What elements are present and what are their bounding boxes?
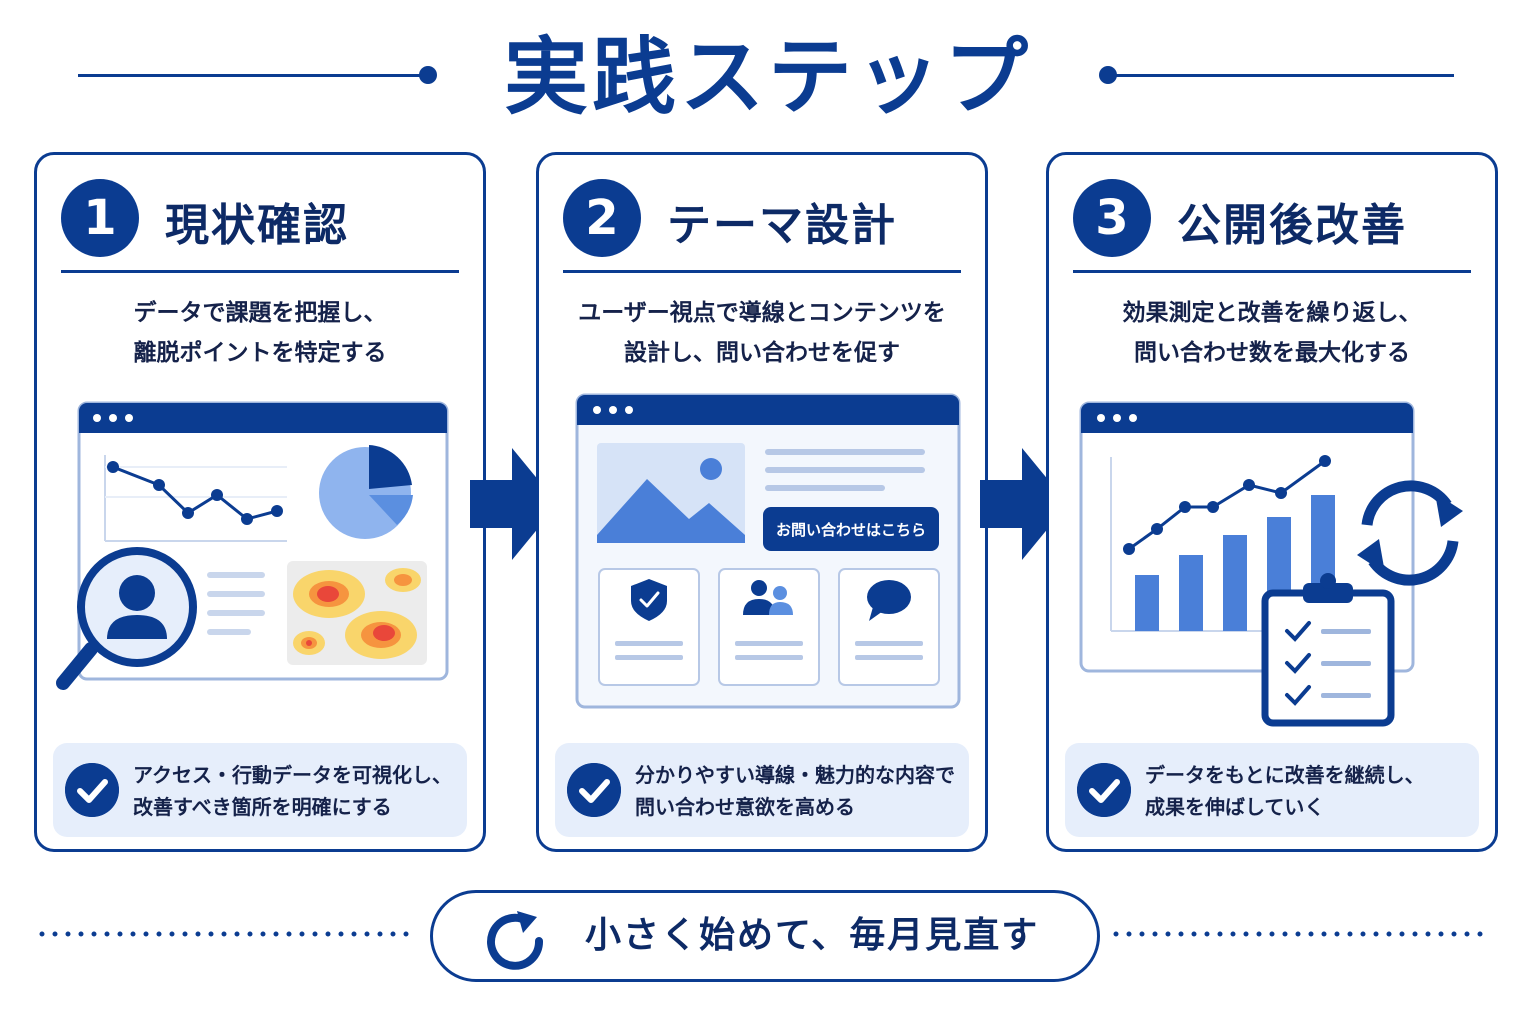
check-text-line: 分かりやすい導線・魅力的な内容で bbox=[635, 763, 955, 787]
contact-button-label: お問い合わせはこちら bbox=[776, 521, 926, 539]
check-text: データをもとに改善を継続し、 成果を伸ばしていく bbox=[1145, 759, 1473, 823]
check-summary: アクセス・行動データを可視化し、 改善すべき箇所を明確にする bbox=[53, 743, 467, 837]
refresh-icon bbox=[487, 911, 544, 970]
check-circle-icon bbox=[1077, 763, 1131, 817]
step-description: データで課題を把握し、 離脱ポイントを特定する bbox=[47, 293, 473, 373]
magnifier-user-icon bbox=[56, 547, 197, 690]
check-text-line: アクセス・行動データを可視化し、 bbox=[133, 763, 452, 787]
footer-banner: 小さく始めて、毎月見直す bbox=[430, 890, 1100, 982]
check-summary: データをもとに改善を継続し、 成果を伸ばしていく bbox=[1065, 743, 1479, 837]
page-title: 実践ステップ bbox=[503, 28, 1032, 126]
text-lines bbox=[765, 449, 925, 491]
header-divider bbox=[61, 270, 459, 273]
check-text: アクセス・行動データを可視化し、 改善すべき箇所を明確にする bbox=[133, 759, 461, 823]
dotted-line-left bbox=[39, 931, 420, 937]
step-number-badge: 2 bbox=[563, 179, 641, 257]
pie-chart-icon bbox=[319, 445, 413, 539]
growth-chart-illustration bbox=[1079, 401, 1463, 727]
step-title: 公開後改善 bbox=[1177, 200, 1407, 251]
step-description-line: ユーザー視点で導線とコンテンツを bbox=[578, 300, 946, 326]
title-row: 実践ステップ bbox=[0, 22, 1536, 132]
line-chart-icon bbox=[104, 455, 287, 542]
users-icon bbox=[751, 580, 767, 596]
step-number-badge: 1 bbox=[61, 179, 139, 257]
clipboard-checklist-icon bbox=[1261, 573, 1395, 727]
contact-button[interactable]: お問い合わせはこちら bbox=[763, 507, 939, 551]
check-circle-icon bbox=[65, 763, 119, 817]
trend-line-icon bbox=[1123, 455, 1331, 555]
feature-card-security bbox=[598, 568, 700, 686]
arrow-right-icon bbox=[980, 448, 1068, 560]
footer-text: 小さく始めて、毎月見直す bbox=[585, 915, 1040, 956]
heatmap-icon bbox=[287, 561, 427, 665]
arrow-right-icon bbox=[470, 448, 558, 560]
step-description-line: データで課題を把握し、 bbox=[133, 300, 387, 326]
title-line-right bbox=[1108, 74, 1454, 77]
check-circle-icon bbox=[567, 763, 621, 817]
title-line-left bbox=[78, 74, 426, 77]
dotted-line-right bbox=[1113, 931, 1494, 937]
feature-card-users bbox=[718, 568, 820, 686]
feature-card-chat bbox=[838, 568, 940, 686]
step-header: 2 テーマ設計 bbox=[561, 177, 963, 265]
shield-icon bbox=[631, 579, 667, 621]
refresh-cycle-icon bbox=[1357, 480, 1463, 586]
step-description-line: 問い合わせ数を最大化する bbox=[1134, 340, 1410, 366]
header-divider bbox=[563, 270, 961, 273]
step-card-3: 3 公開後改善 効果測定と改善を繰り返し、 問い合わせ数を最大化する bbox=[1046, 152, 1498, 852]
header-divider bbox=[1073, 270, 1471, 273]
step-title: テーマ設計 bbox=[667, 200, 897, 251]
website-wireframe-illustration: お問い合わせはこちら bbox=[575, 393, 961, 709]
step-header: 3 公開後改善 bbox=[1071, 177, 1473, 265]
check-text-line: 問い合わせ意欲を高める bbox=[635, 795, 855, 819]
analytics-dashboard-illustration bbox=[56, 401, 449, 690]
check-text-line: 改善すべき箇所を明確にする bbox=[133, 795, 392, 819]
text-lines bbox=[207, 572, 265, 635]
step-header: 1 現状確認 bbox=[59, 177, 461, 265]
check-text: 分かりやすい導線・魅力的な内容で 問い合わせ意欲を高める bbox=[635, 759, 963, 823]
check-summary: 分かりやすい導線・魅力的な内容で 問い合わせ意欲を高める bbox=[555, 743, 969, 837]
step-description-line: 設計し、問い合わせを促す bbox=[624, 340, 900, 366]
step-description-line: 離脱ポイントを特定する bbox=[133, 340, 387, 366]
chat-bubble-icon bbox=[867, 580, 911, 614]
check-text-line: 成果を伸ばしていく bbox=[1145, 795, 1325, 819]
step-card-2: 2 テーマ設計 ユーザー視点で導線とコンテンツを 設計し、問い合わせを促す お問… bbox=[536, 152, 988, 852]
title-dot-left bbox=[419, 66, 437, 84]
step-description-line: 効果測定と改善を繰り返し、 bbox=[1122, 300, 1422, 326]
check-text-line: データをもとに改善を継続し、 bbox=[1145, 763, 1425, 787]
step-description: ユーザー視点で導線とコンテンツを 設計し、問い合わせを促す bbox=[549, 293, 975, 373]
step-title: 現状確認 bbox=[165, 200, 349, 251]
step-number-badge: 3 bbox=[1073, 179, 1151, 257]
step-description: 効果測定と改善を繰り返し、 問い合わせ数を最大化する bbox=[1059, 293, 1485, 373]
image-placeholder-icon bbox=[597, 443, 745, 543]
step-card-1: 1 現状確認 データで課題を把握し、 離脱ポイントを特定する bbox=[34, 152, 486, 852]
